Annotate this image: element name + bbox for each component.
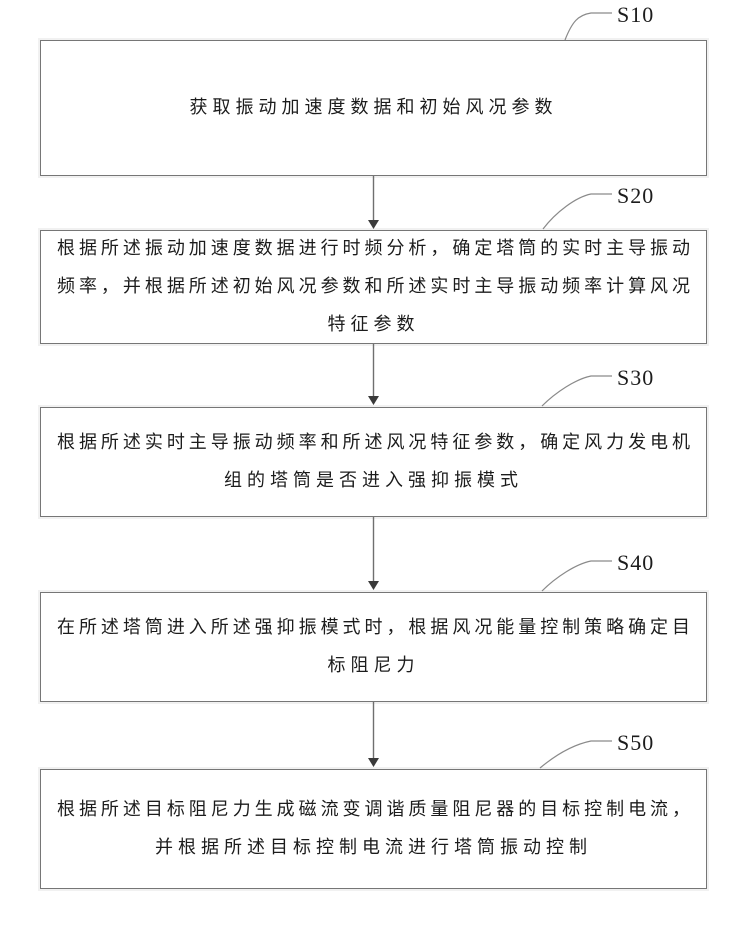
step-label-s10: S10 [617,2,655,27]
step-label-s50: S50 [617,730,655,755]
step-s30-text-line-2: 组的塔筒是否进入强抑振模式 [224,470,523,491]
step-s20-text-line-3: 特征参数 [327,314,420,335]
step-label-s30: S30 [617,365,655,390]
step-s50-text-line-1: 根据所述目标阻尼力生成磁流变调谐质量阻尼器的目标控制电流， [57,799,690,820]
leader-line-s30 [541,375,612,407]
leader-line-s50 [539,740,612,769]
arrow-s40-to-s50 [368,702,379,767]
step-s30-text-line-1: 根据所述实时主导振动频率和所述风况特征参数，确定风力发电机 [57,432,690,453]
step-s10-text-line-1: 获取振动加速度数据和初始风况参数 [189,97,558,118]
step-box-s10: 获取振动加速度数据和初始风况参数 [40,40,707,176]
step-s40-text-line-2: 标阻尼力 [327,655,420,676]
arrow-s10-to-s20 [368,176,379,229]
step-s40-text-line-1: 在所述塔筒进入所述强抑振模式时，根据风况能量控制策略确定目 [57,617,690,638]
leader-line-s20 [542,193,612,230]
step-s20-text-line-1: 根据所述振动加速度数据进行时频分析，确定塔筒的实时主导振动 [57,238,690,259]
step-label-s20: S20 [617,183,655,208]
leader-line-s10 [564,12,612,41]
step-box-s20: 根据所述振动加速度数据进行时频分析，确定塔筒的实时主导振动 频率，并根据所述初始… [40,230,707,344]
arrow-s30-to-s40 [368,517,379,590]
step-label-s40: S40 [617,550,655,575]
step-s20-text-line-2: 频率，并根据所述初始风况参数和所述实时主导振动频率计算风况 [57,276,690,297]
step-box-s30: 根据所述实时主导振动频率和所述风况特征参数，确定风力发电机 组的塔筒是否进入强抑… [40,407,707,517]
leader-line-s40 [541,560,612,592]
step-box-s50: 根据所述目标阻尼力生成磁流变调谐质量阻尼器的目标控制电流， 并根据所述目标控制电… [40,769,707,889]
arrow-s20-to-s30 [368,344,379,405]
step-s50-text-line-2: 并根据所述目标控制电流进行塔筒振动控制 [155,837,592,858]
step-box-s40: 在所述塔筒进入所述强抑振模式时，根据风况能量控制策略确定目 标阻尼力 [40,592,707,702]
